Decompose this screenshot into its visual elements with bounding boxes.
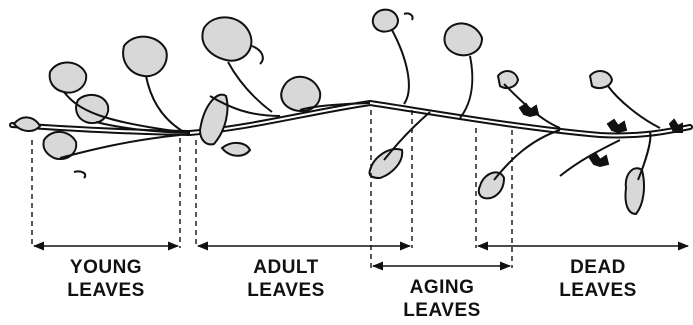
aging-leaves-label-line1: AGING [403,276,481,299]
adult-leaves-label: ADULT LEAVES [247,256,325,302]
young-leaves-label: YOUNG LEAVES [67,256,145,302]
young-leaves-label-line2: LEAVES [67,279,145,302]
aging-leaves-label: AGING LEAVES [403,276,481,322]
adult-leaves-label-line1: ADULT [247,256,325,279]
adult-leaves-label-line2: LEAVES [247,279,325,302]
dead-leaves-label-line1: DEAD [559,256,637,279]
dead-leaves-label-line2: LEAVES [559,279,637,302]
aging-leaves [369,10,482,178]
young-leaves-label-line1: YOUNG [67,256,145,279]
aging-leaves-label-line2: LEAVES [403,299,481,322]
young-leaves [14,37,190,178]
adult-leaves [200,17,370,155]
stage-boundaries [32,110,512,268]
dead-leaves [479,71,682,214]
dead-leaves-label: DEAD LEAVES [559,256,637,302]
